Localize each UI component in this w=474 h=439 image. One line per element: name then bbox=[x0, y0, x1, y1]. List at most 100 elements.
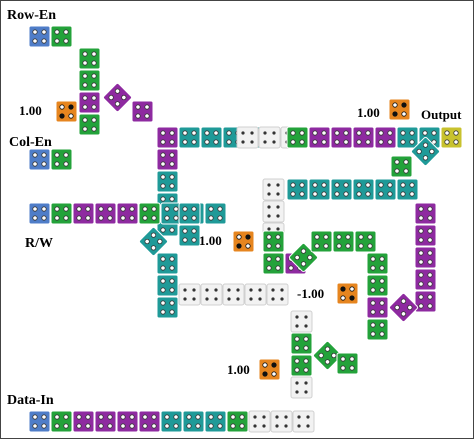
weight-label-3: 1.00 bbox=[199, 233, 222, 248]
qca-cell-purple bbox=[388, 292, 419, 323]
qca-cell-green bbox=[366, 274, 389, 297]
weight-label-5: 1.00 bbox=[227, 362, 250, 377]
qca-cell-white_cell bbox=[258, 126, 281, 149]
qca-cell-purple bbox=[72, 202, 95, 225]
qca-cell-white_cell bbox=[248, 410, 271, 433]
labels-layer: Row-En Col-En R/W Data-In Output 1.00 1.… bbox=[7, 8, 462, 408]
qca-cell-teal bbox=[160, 202, 183, 225]
qca-cell-purple bbox=[156, 126, 179, 149]
qca-cell-purple bbox=[366, 296, 389, 319]
qca-cell-white_cell bbox=[262, 200, 285, 223]
qca-cell-teal bbox=[308, 178, 331, 201]
qca-cell-purple bbox=[72, 410, 95, 433]
qca-cell-yellow bbox=[440, 126, 463, 149]
qca-cell-purple bbox=[308, 126, 331, 149]
output-label: Output bbox=[421, 107, 462, 122]
qca-cell-teal bbox=[410, 136, 441, 167]
qca-cell-teal bbox=[182, 410, 205, 433]
qca-cell-teal bbox=[156, 170, 179, 193]
qca-cell-teal bbox=[156, 252, 179, 275]
qca-cell-purple bbox=[352, 126, 375, 149]
qca-cell-teal bbox=[160, 410, 183, 433]
qca-cell-green bbox=[390, 155, 413, 178]
qca-cell-white_cell bbox=[262, 178, 285, 201]
qca-cell-teal bbox=[396, 178, 419, 201]
qca-cell-teal bbox=[330, 178, 353, 201]
qca-cell-green bbox=[288, 242, 319, 273]
qca-cell-green bbox=[262, 252, 285, 275]
qca-cell-orange bbox=[388, 98, 411, 121]
qca-cell-green bbox=[332, 230, 355, 253]
qca-cell-purple bbox=[78, 91, 101, 114]
qca-cell-purple bbox=[330, 126, 353, 149]
qca-cell-purple bbox=[116, 410, 139, 433]
qca-cell-green bbox=[366, 318, 389, 341]
qca-cell-teal bbox=[156, 296, 179, 319]
qca-cell-white_cell bbox=[292, 410, 315, 433]
qca-cell-green bbox=[226, 410, 249, 433]
qca-cell-orange bbox=[258, 358, 281, 381]
qca-cell-purple bbox=[414, 224, 437, 247]
qca-cell-green bbox=[78, 47, 101, 70]
qca-cell-green bbox=[336, 352, 359, 375]
qca-cell-orange bbox=[336, 282, 359, 305]
rw-label: R/W bbox=[25, 236, 53, 251]
qca-cell-purple bbox=[94, 202, 117, 225]
data-in-label: Data-In bbox=[7, 393, 54, 408]
qca-cell-teal bbox=[374, 178, 397, 201]
qca-cell-teal bbox=[204, 410, 227, 433]
qca-cell-teal bbox=[200, 126, 223, 149]
qca-cell-green bbox=[262, 230, 285, 253]
qca-cell-purple bbox=[374, 126, 397, 149]
qca-cell-white_cell bbox=[200, 283, 223, 306]
qca-cell-purple bbox=[102, 82, 133, 113]
qca-cell-teal bbox=[204, 202, 227, 225]
qca-cell-green bbox=[50, 410, 73, 433]
qca-cell-purple bbox=[414, 290, 437, 313]
qca-cell-green bbox=[310, 230, 333, 253]
qca-cell-blue bbox=[28, 410, 51, 433]
weight-label-4: -1.00 bbox=[297, 286, 324, 301]
qca-cell-purple bbox=[116, 202, 139, 225]
qca-cells-layer bbox=[28, 25, 463, 433]
qca-cell-orange bbox=[55, 100, 78, 123]
qca-cell-teal bbox=[178, 224, 201, 247]
qca-cell-teal bbox=[138, 226, 169, 257]
col-en-label: Col-En bbox=[9, 135, 52, 150]
qca-cell-purple bbox=[414, 202, 437, 225]
qca-cell-green bbox=[354, 230, 377, 253]
qca-cell-green bbox=[290, 332, 313, 355]
qca-cell-teal bbox=[286, 178, 309, 201]
qca-cell-green bbox=[50, 202, 73, 225]
qca-cell-green bbox=[290, 354, 313, 377]
weight-label-1: 1.00 bbox=[19, 103, 42, 118]
qca-cell-purple bbox=[414, 246, 437, 269]
qca-cell-purple bbox=[156, 148, 179, 171]
qca-cell-purple bbox=[138, 410, 161, 433]
qca-cell-green bbox=[50, 148, 73, 171]
qca-cell-white_cell bbox=[244, 283, 267, 306]
qca-cell-green bbox=[78, 113, 101, 136]
qca-cell-teal bbox=[156, 274, 179, 297]
qca-cell-purple bbox=[414, 268, 437, 291]
qca-cell-teal bbox=[396, 126, 419, 149]
qca-cell-blue bbox=[28, 148, 51, 171]
qca-cell-white_cell bbox=[222, 283, 245, 306]
qca-cell-blue bbox=[28, 25, 51, 48]
qca-cell-green bbox=[366, 252, 389, 275]
row-en-label: Row-En bbox=[7, 8, 56, 23]
qca-cell-white_cell bbox=[178, 283, 201, 306]
qca-cell-teal bbox=[178, 202, 201, 225]
qca-cell-white_cell bbox=[290, 376, 313, 399]
qca-cell-purple bbox=[131, 100, 154, 123]
qca-cell-white_cell bbox=[266, 283, 289, 306]
qca-cell-teal bbox=[352, 178, 375, 201]
qca-cell-teal bbox=[178, 126, 201, 149]
qca-cell-green bbox=[138, 202, 161, 225]
qca-cell-green bbox=[286, 126, 309, 149]
qca-cell-white_cell bbox=[290, 310, 313, 333]
qca-cell-green bbox=[312, 340, 343, 371]
qca-cell-green bbox=[50, 25, 73, 48]
